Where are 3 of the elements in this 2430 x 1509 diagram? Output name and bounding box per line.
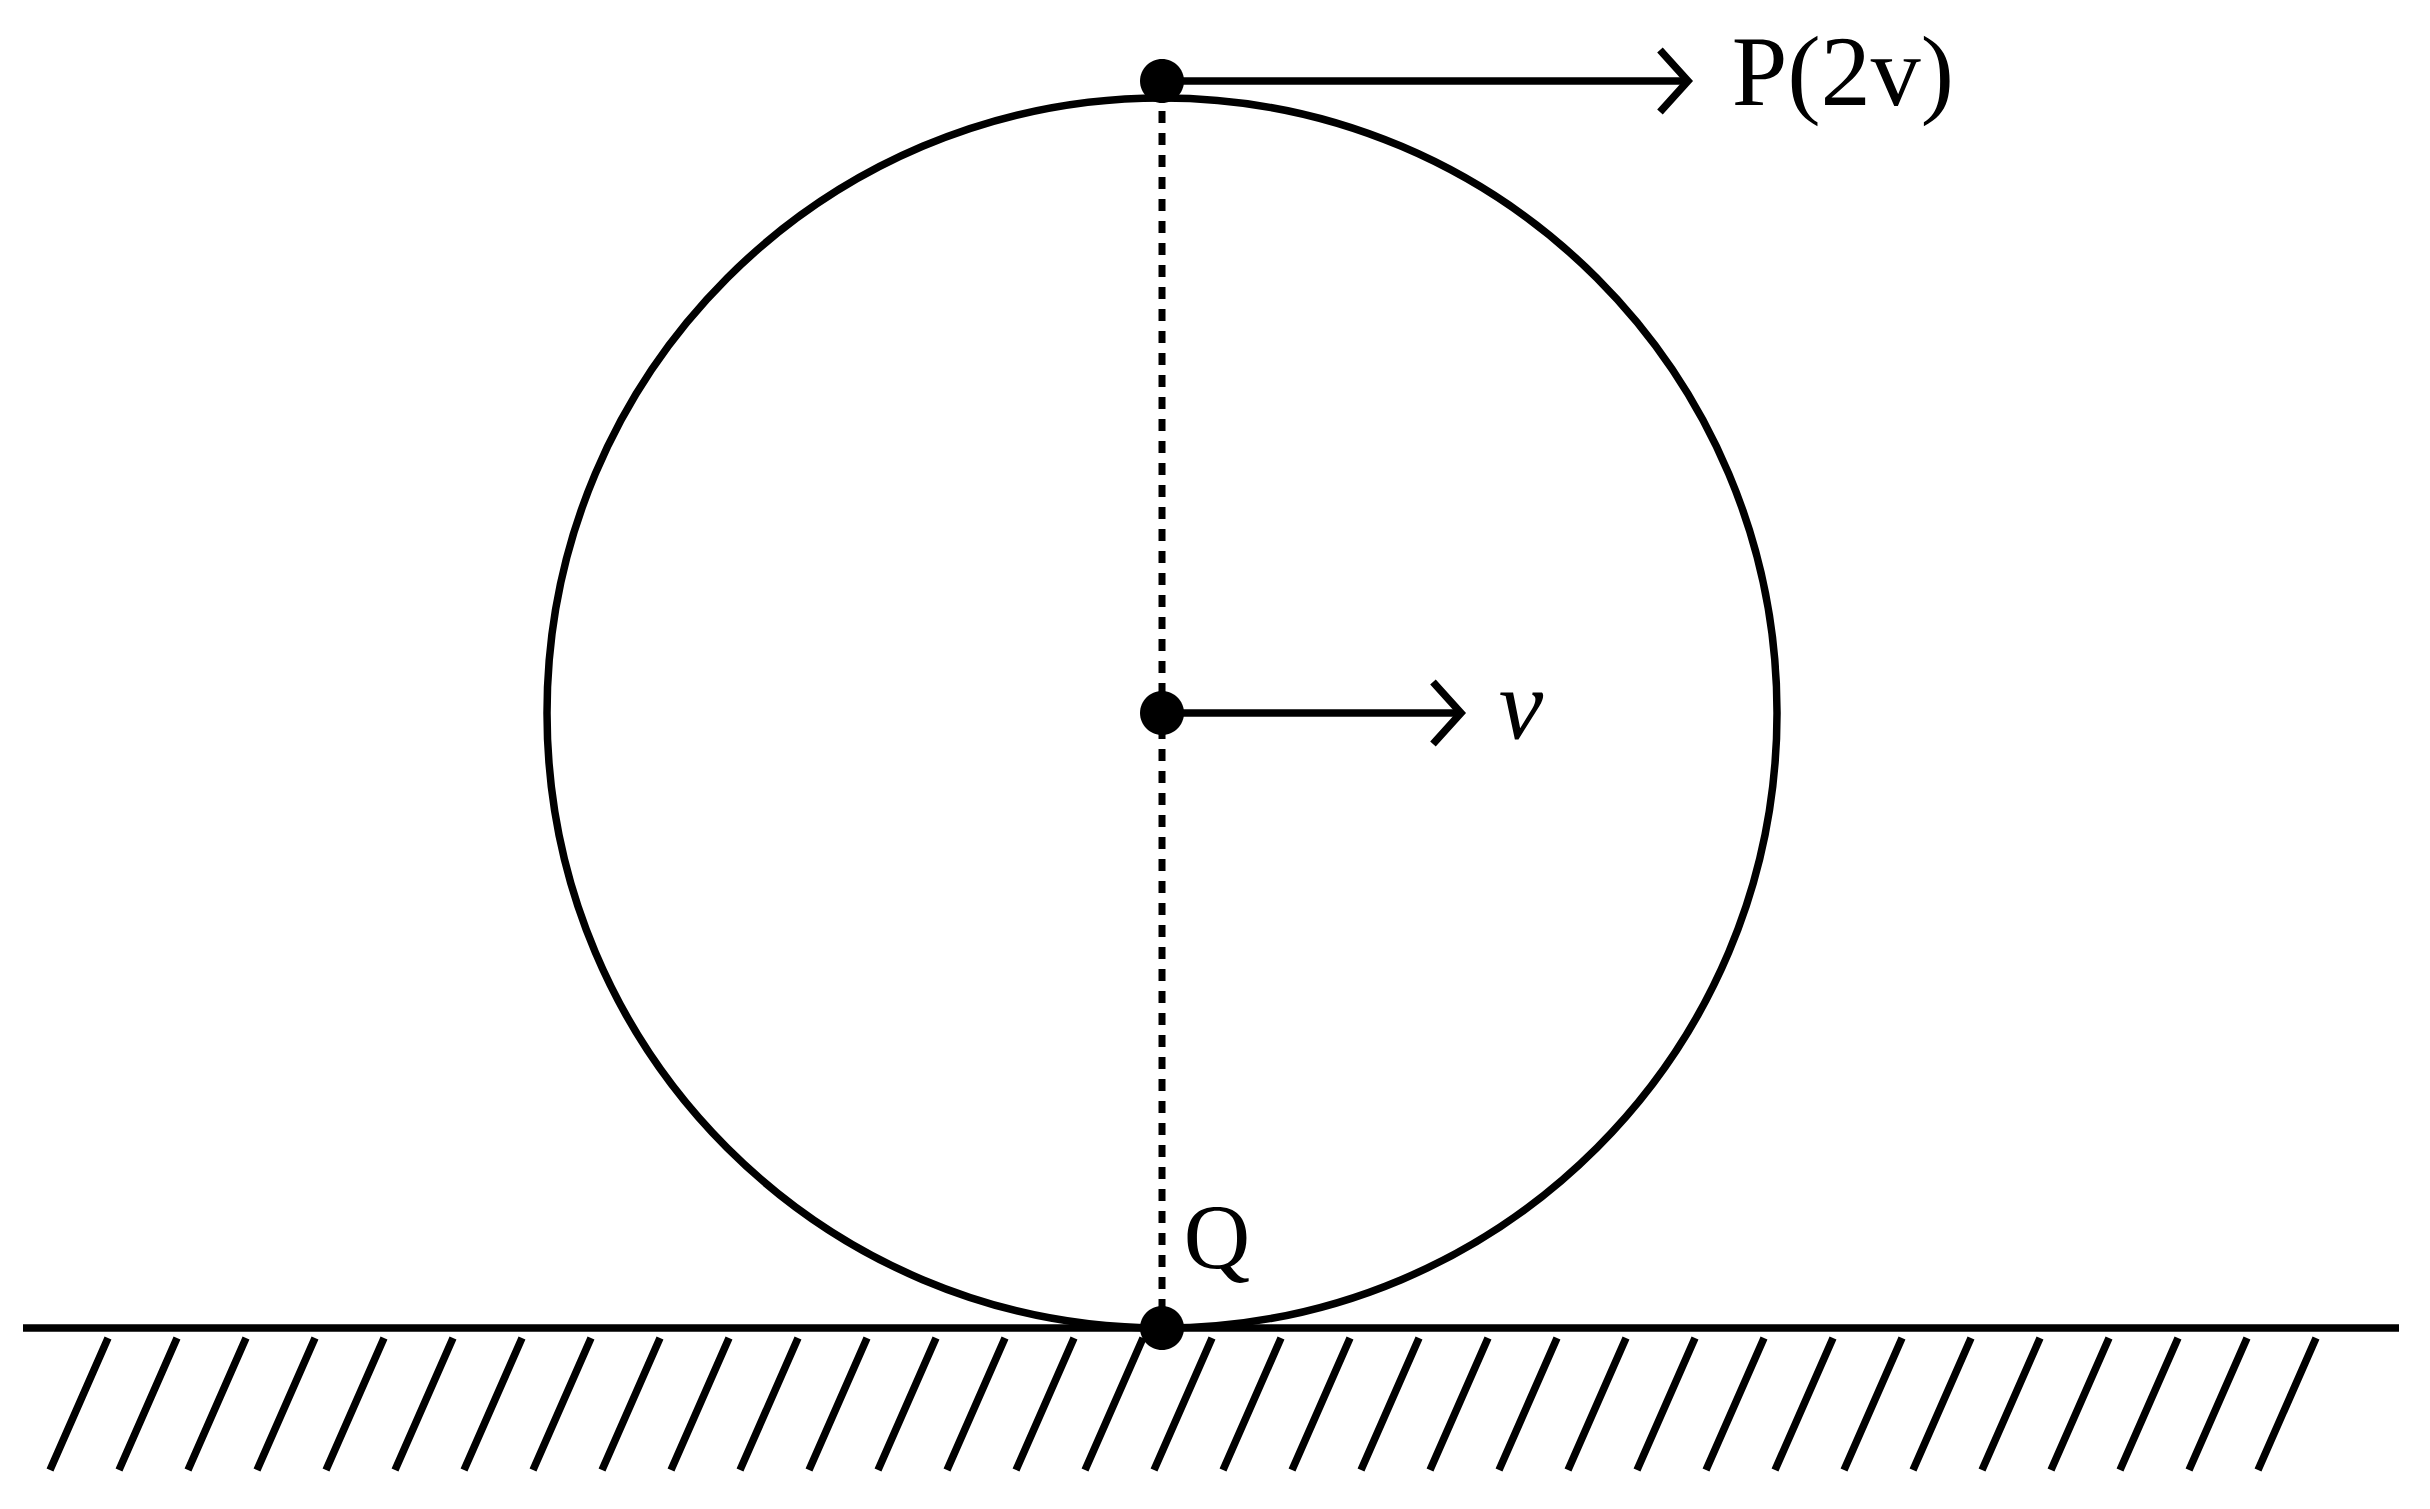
velocity-label: v xyxy=(1500,692,1544,740)
point-label: P(2v) xyxy=(1734,35,1950,127)
point-label: Q xyxy=(1187,1207,1249,1283)
